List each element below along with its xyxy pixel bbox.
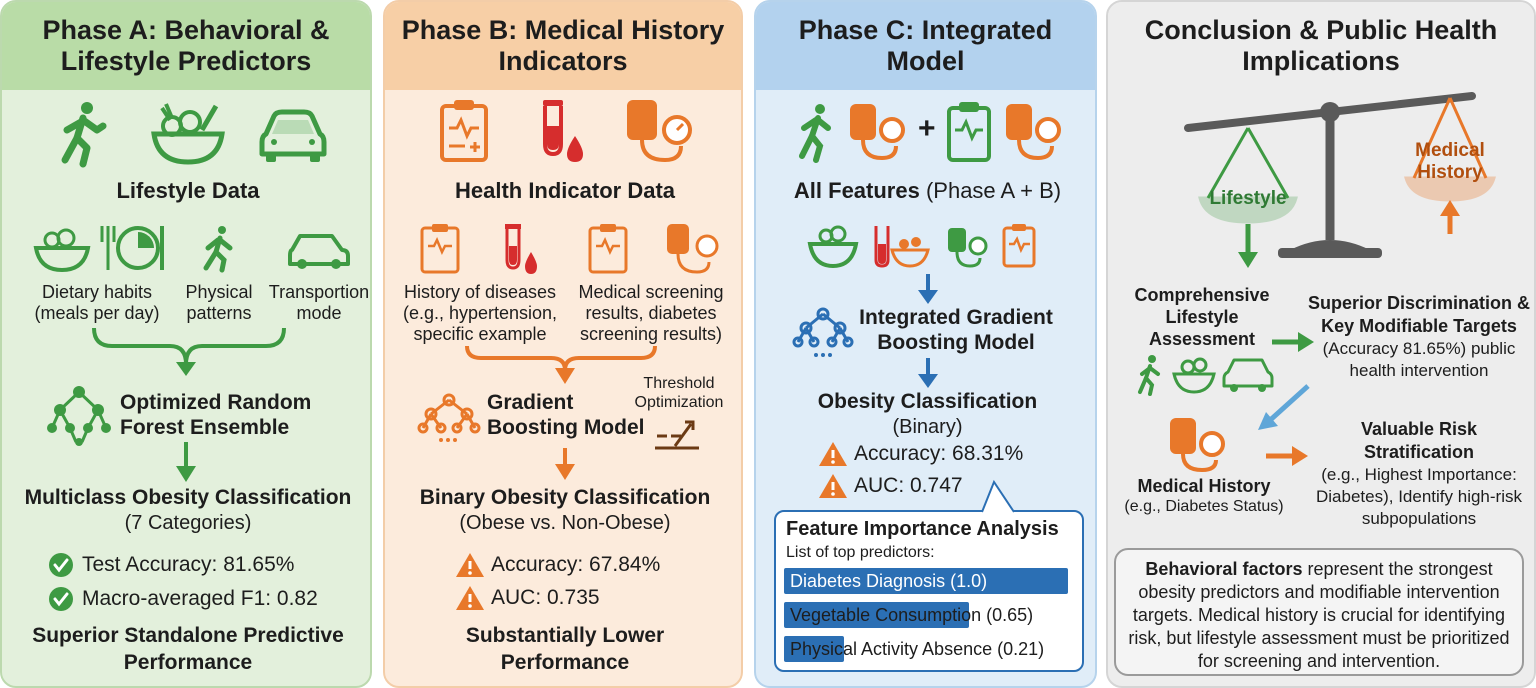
phase-a-panel: Phase A: Behavioral & Lifestyle Predicto…	[0, 0, 372, 688]
warning-triangle-icon	[819, 442, 847, 466]
gradient-boosting-tree-icon	[792, 307, 854, 357]
running-person-icon	[61, 102, 107, 168]
scale-medical-history-label: Medical History	[1415, 140, 1485, 183]
phase-a-task-title: Multiclass Obesity Classification	[24, 486, 352, 509]
phase-b-task-sub: (Obese vs. Non-Obese)	[459, 512, 671, 534]
callout-pointer	[981, 479, 1015, 513]
feature-importance-label: Vegetable Consumption (0.65)	[790, 605, 1034, 625]
dietary-bowl-icon	[33, 228, 91, 273]
feature-physical-patterns: Physical patterns	[185, 282, 253, 323]
phase-b-model: Gradient Boosting Model	[487, 391, 645, 439]
phase-b-data-label: Health Indicator Data	[454, 178, 676, 203]
health-record-icon	[947, 102, 991, 162]
phase-c-title: Phase C: Integrated Model	[756, 2, 1095, 90]
balance-scale-icon	[1184, 92, 1496, 268]
scale-lifestyle-label: Lifestyle	[1209, 188, 1287, 209]
phase-a-task-sub: (7 Categories)	[124, 512, 252, 534]
feature-importance-bar	[784, 568, 1068, 594]
phase-a-model: Optimized Random Forest Ensemble	[120, 391, 312, 439]
blood-test-tube-icon	[543, 100, 583, 162]
phase-c-connector-arrows	[918, 274, 938, 388]
walking-person-icon	[203, 226, 233, 273]
medical-history-monitor-icon	[1170, 418, 1225, 473]
all-features-label: All Features	[793, 178, 920, 203]
feature-importance-subtitle: List of top predictors:	[786, 544, 935, 561]
phase-b-verdict: Substantially Lower Performance	[465, 624, 665, 674]
check-circle-icon	[49, 553, 73, 577]
feature-importance-label: Physical Activity Absence (0.21)	[790, 639, 1045, 659]
phase-b-metric-accuracy: Accuracy: 67.84%	[491, 553, 661, 576]
check-circle-icon	[49, 587, 73, 611]
outcome-lifestyle-body: (Accuracy 81.65%) public health interven…	[1322, 339, 1516, 380]
phase-a-metric-accuracy: Test Accuracy: 81.65%	[82, 553, 295, 576]
feature-dietary-habits: Dietary habits (meals per day)	[34, 282, 160, 323]
warning-triangle-icon	[819, 474, 847, 498]
medical-clipboard-icon	[440, 100, 488, 162]
outcome-medical-title: Valuable Risk Stratification	[1360, 419, 1478, 462]
phase-a-verdict: Superior Standalone Predictive Performan…	[32, 624, 344, 674]
blood-sample-icon	[505, 224, 537, 274]
phase-c-model: Integrated Gradient Boosting Model	[859, 306, 1053, 354]
outcome-lifestyle-title: Superior Discrimination & Key Modifiable…	[1307, 293, 1531, 336]
phase-a-title: Phase A: Behavioral & Lifestyle Predicto…	[2, 2, 370, 90]
phase-c-task-title: Obesity Classification	[817, 390, 1038, 413]
feature-transport-mode: Transportion mode	[268, 282, 370, 323]
warning-triangle-icon	[456, 586, 484, 610]
pressure-gauge-icon	[667, 224, 719, 274]
phase-c-metric-accuracy: Accuracy: 68.31%	[854, 442, 1024, 465]
conclusion-connector-arrows	[1258, 332, 1314, 466]
pressure-monitor-icon	[1006, 104, 1061, 161]
threshold-chart-icon	[655, 420, 699, 450]
phase-b-title: Phase B: Medical History Indicators	[385, 2, 741, 90]
phase-c-data-label: All Features (Phase A + B)	[756, 178, 1095, 204]
phase-b-connector-arrows	[465, 345, 657, 480]
phase-b-metric-auc: AUC: 0.735	[491, 586, 600, 609]
salad-bowl-icon	[151, 103, 225, 165]
phase-c-metric-auc: AUC: 0.747	[854, 474, 963, 497]
feature-importance-box: Feature Importance Analysis List of top …	[774, 510, 1084, 672]
phase-b-panel: Phase B: Medical History Indicators Heal…	[383, 0, 743, 688]
feature-importance-bar	[784, 602, 969, 628]
random-forest-icon	[47, 386, 111, 446]
blood-pressure-monitor-icon	[627, 100, 692, 163]
outcome-medical-body: (e.g., Highest Importance: Diabetes), Id…	[1316, 465, 1522, 528]
combined-features-icons	[807, 224, 1036, 269]
meal-clock-icon	[100, 226, 164, 270]
conclusion-statement: Behavioral factors represent the stronge…	[1114, 548, 1524, 676]
conclusion-title: Conclusion & Public Health Implications	[1108, 2, 1534, 90]
phase-c-panel: Phase C: Integrated Model + All Features…	[754, 0, 1097, 688]
phase-c-task-sub: (Binary)	[892, 416, 963, 438]
conclusion-panel: Conclusion & Public Health Implications …	[1106, 0, 1536, 688]
feature-disease-history: History of diseases (e.g., hypertension,…	[402, 282, 558, 344]
lifestyle-icons	[1138, 355, 1274, 396]
screening-results-clipboard-icon	[588, 224, 628, 274]
lifestyle-assessment-label: Comprehensive Lifestyle Assessment	[1134, 285, 1270, 349]
threshold-optimization-label: Threshold Optimization	[634, 375, 724, 411]
feature-medical-screening: Medical screening results, diabetes scre…	[578, 282, 724, 344]
medical-history-label: Medical History	[1137, 476, 1271, 496]
conclusion-text: represent the strongest obesity predicto…	[1128, 559, 1510, 671]
feature-importance-bar	[784, 636, 844, 662]
pressure-monitor-icon	[850, 104, 905, 161]
phase-a-metric-f1: Macro-averaged F1: 0.82	[82, 587, 318, 610]
warning-triangle-icon	[456, 553, 484, 577]
decision-tree-icon	[417, 393, 481, 442]
phase-a-connector-arrows	[92, 327, 286, 482]
plus-sign: +	[918, 112, 936, 145]
transport-car-icon	[288, 234, 350, 269]
conclusion-emphasis: Behavioral factors	[1145, 559, 1303, 579]
car-icon	[259, 109, 327, 162]
medical-history-sub: (e.g., Diabetes Status)	[1124, 498, 1284, 515]
phase-a-data-label: Lifestyle Data	[116, 178, 260, 203]
feature-importance-label: Diabetes Diagnosis (1.0)	[790, 571, 988, 591]
phase-ab-label: (Phase A + B)	[919, 178, 1062, 203]
disease-history-clipboard-icon	[420, 224, 460, 274]
feature-importance-title: Feature Importance Analysis	[786, 518, 1059, 540]
phase-b-task-title: Binary Obesity Classification	[419, 486, 711, 509]
running-person-icon	[799, 104, 831, 163]
